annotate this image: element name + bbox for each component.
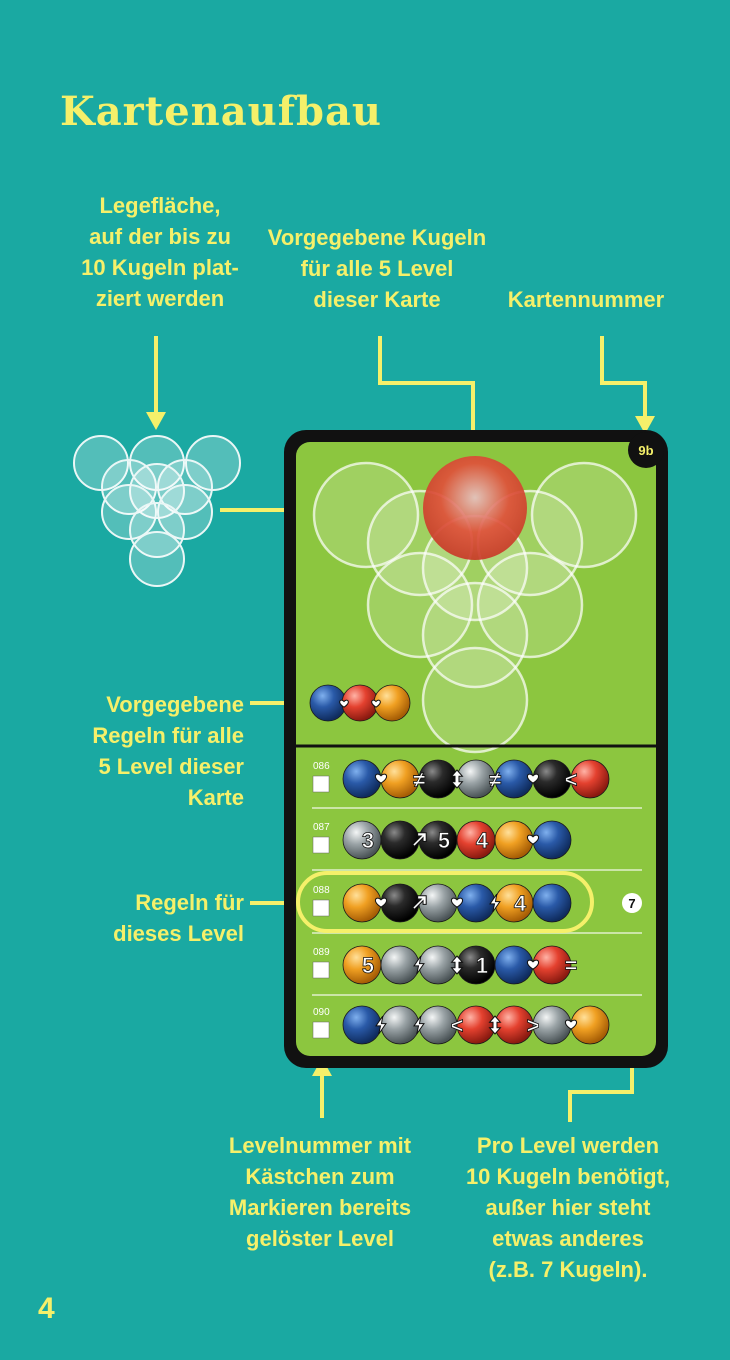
ball-count: 7 [628,896,635,911]
level-row: 088 4 [312,883,572,923]
heart-icon [526,834,540,845]
ball-black [380,820,420,860]
ball-orange [494,820,534,860]
rule-text: 4 [476,828,489,853]
callout-arrows [154,336,647,1122]
given-rules [309,684,411,722]
ball-blue [342,1005,382,1045]
heart-icon [371,699,381,708]
label-levelnummer: Levelnummer mit Kästchen zum Markieren b… [228,1133,412,1251]
updown-arrow-icon [450,955,464,975]
level-number: 089 [313,947,330,958]
heart-icon [450,897,464,908]
heart-icon [374,773,388,784]
rule-text: < [451,1013,464,1038]
ball-silver [380,945,420,985]
card-number-badge [628,432,664,468]
lightning-icon [375,1015,387,1035]
rule-text: 3 [362,828,374,853]
level-row: 087 3 5 4 [312,820,572,860]
rule-text: 5 [362,953,374,978]
heart-icon [564,1019,578,1030]
placement-area-diagram [73,435,241,587]
label-pro-level: Pro Level werden 10 Kugeln benötigt, auß… [465,1133,671,1282]
lightning-icon [489,893,501,913]
label-legeflaeche: Legefläche, auf der bis zu 10 Kugeln pla… [81,193,239,311]
given-ball-red [423,456,527,560]
updown-arrow-icon [488,1015,502,1035]
level-number: 090 [313,1007,330,1018]
card-number: 9b [638,443,653,458]
ball-blue [532,883,572,923]
diagonal-arrow-icon [411,832,427,848]
heart-icon [526,959,540,970]
level-solved-checkbox[interactable] [312,775,330,793]
level-number: 086 [313,761,330,772]
rule-text: = [565,953,578,978]
level-highlight [296,871,594,933]
level-solved-checkbox[interactable] [312,899,330,917]
ball-silver [380,1005,420,1045]
rule-text: ≠ [489,767,501,792]
level-solved-checkbox[interactable] [312,1021,330,1039]
ball-blue [532,820,572,860]
heart-icon [526,773,540,784]
lightning-icon [413,1015,425,1035]
level-row: 089 5 1 = [312,945,578,985]
ball-orange [342,883,382,923]
ball-count-badge [622,893,642,913]
ball-blue [342,759,382,799]
level-row: 090 < > [312,1005,610,1045]
ball-red [570,759,610,799]
page-number: 4 [38,1292,55,1325]
lightning-icon [413,955,425,975]
diagonal-arrow-icon [411,895,427,911]
ball-black [380,883,420,923]
rule-text: < [565,767,578,792]
level-number: 088 [313,885,330,896]
heart-icon [339,699,349,708]
label-vorgegebene-kugeln: Vorgegebene Kugeln für alle 5 Level dies… [267,225,487,312]
ball-blue [456,883,496,923]
level-solved-checkbox[interactable] [312,836,330,854]
rule-text: ≠ [413,767,425,792]
rule-text: 4 [514,891,527,916]
updown-arrow-icon [450,769,464,789]
ball-silver [418,945,458,985]
level-row: 086 ≠ ≠ < [312,759,610,799]
rule-text: > [527,1013,540,1038]
level-solved-checkbox[interactable] [312,961,330,979]
page-title: Kartenaufbau [60,88,382,135]
label-vorgegebene-regeln: Vorgegebene Regeln für alle 5 Level dies… [92,692,244,810]
heart-icon [374,897,388,908]
rule-text: 1 [476,953,488,978]
level-number: 087 [313,822,330,833]
ball-orange [570,1005,610,1045]
label-regeln-level: Regeln für dieses Level [113,890,244,946]
ball-blue [494,945,534,985]
label-kartennummer: Kartennummer [507,287,665,312]
rule-text: 5 [438,828,450,853]
